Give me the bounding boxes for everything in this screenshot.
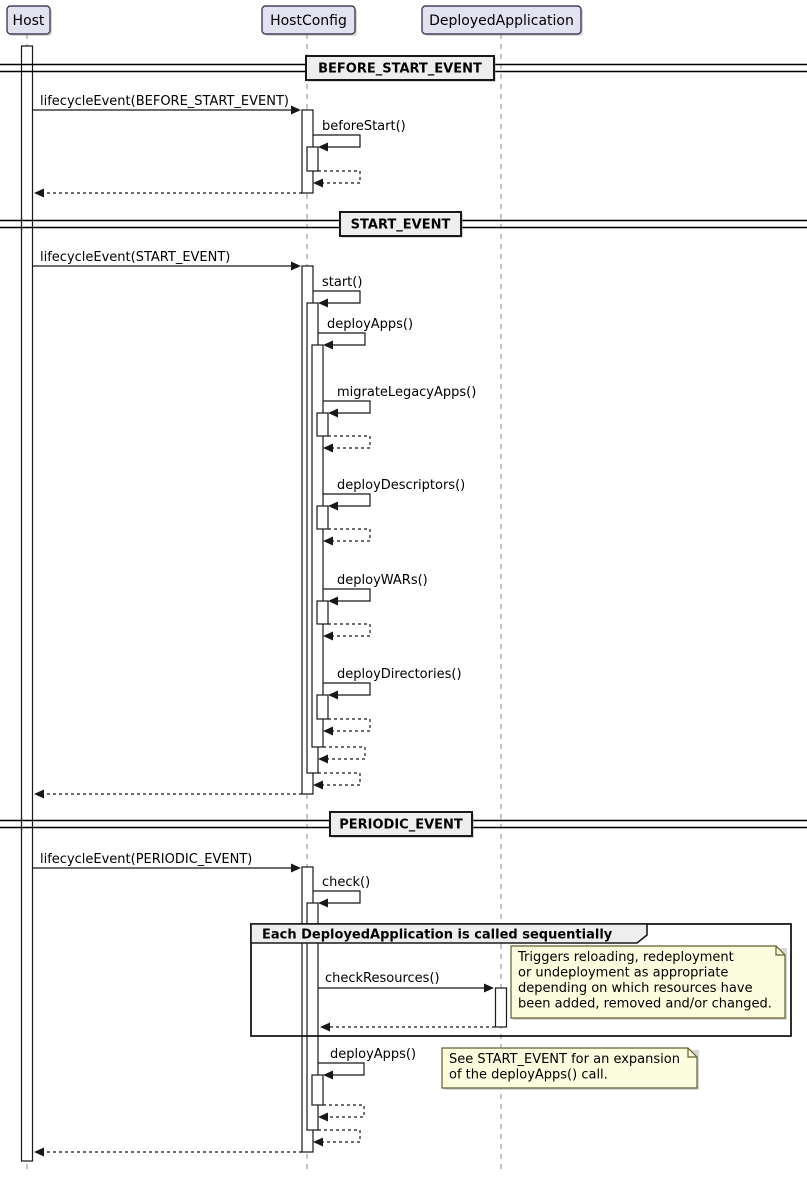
message-label-deploywars: deployWARs() bbox=[337, 573, 428, 588]
migratelegacyapps-activation bbox=[316, 412, 329, 437]
self-message-deployapps bbox=[318, 332, 366, 346]
self-return-message bbox=[328, 718, 371, 732]
self-message-deploywars bbox=[323, 588, 371, 602]
note-deployapps bbox=[441, 1047, 698, 1089]
check-activation bbox=[306, 902, 319, 1131]
message-label-beforestart: beforeStart() bbox=[322, 119, 406, 134]
arrowhead-icon bbox=[34, 789, 44, 799]
host-activation bbox=[20, 45, 34, 1162]
deployapps-activation bbox=[311, 344, 324, 748]
arrowhead-icon bbox=[323, 536, 333, 546]
self-message-deployapps bbox=[318, 1062, 365, 1076]
note-checkresources-line-4: been added, removed and/or changed. bbox=[518, 997, 772, 1012]
divider-box bbox=[329, 811, 473, 837]
deploydirectories-activation bbox=[316, 694, 329, 720]
message-label-start: start() bbox=[322, 275, 362, 290]
deploydescriptors-activation bbox=[316, 505, 329, 530]
message-label-checkresources: checkResources() bbox=[325, 971, 440, 986]
group-frame-label: Each DeployedApplication is called seque… bbox=[262, 928, 613, 943]
self-message-beforestart bbox=[313, 134, 361, 148]
message-label-deploydirectories: deployDirectories() bbox=[337, 667, 462, 682]
self-return-message bbox=[328, 435, 371, 449]
message-label-deploydescriptors: deployDescriptors() bbox=[337, 478, 465, 493]
self-return-message bbox=[318, 170, 361, 184]
message-label-check: check() bbox=[322, 875, 370, 890]
arrowhead-icon bbox=[328, 690, 338, 700]
self-message-start bbox=[313, 290, 361, 304]
participant-host bbox=[6, 5, 51, 35]
participant-label-hostconfig: HostConfig bbox=[270, 13, 347, 29]
arrowhead-icon bbox=[328, 596, 338, 606]
note-fold-icon bbox=[687, 1048, 697, 1058]
arrowhead-icon bbox=[323, 726, 333, 736]
arrowhead-icon bbox=[291, 863, 301, 873]
message-label-deployapps: deployApps() bbox=[327, 317, 413, 332]
self-return-message bbox=[328, 528, 371, 542]
message-label-migratelegacyapps: migrateLegacyApps() bbox=[337, 385, 476, 400]
self-return-message bbox=[318, 772, 361, 786]
divider-label-periodic_event: PERIODIC_EVENT bbox=[339, 818, 463, 833]
divider-label-start_event: START_EVENT bbox=[351, 218, 451, 233]
divider-box bbox=[339, 211, 462, 237]
participant-deployedapplication bbox=[421, 5, 582, 35]
deployapps-periodic-activation bbox=[311, 1074, 324, 1106]
note-checkresources-line-2: or undeployment as appropriate bbox=[518, 966, 728, 981]
self-return-message bbox=[323, 746, 366, 760]
self-message-deploydirectories bbox=[323, 682, 371, 696]
self-message-check bbox=[313, 890, 361, 904]
arrowhead-icon bbox=[320, 1022, 330, 1032]
deploywars-activation bbox=[316, 600, 329, 625]
note-checkresources bbox=[510, 945, 786, 1019]
arrowhead-icon bbox=[34, 1147, 44, 1157]
arrowhead-icon bbox=[318, 298, 328, 308]
note-deployapps-line-1: See START_EVENT for an expansion bbox=[449, 1052, 680, 1067]
note-deployapps-line-2: of the deployApps() call. bbox=[449, 1068, 608, 1083]
arrowhead-icon bbox=[323, 631, 333, 641]
note-checkresources-line-3: depending on which resources have bbox=[518, 981, 753, 996]
participant-hostconfig bbox=[261, 5, 356, 35]
arrowhead-icon bbox=[313, 178, 323, 188]
arrowhead-icon bbox=[318, 754, 328, 764]
participant-label-deployedapplication: DeployedApplication bbox=[429, 13, 574, 29]
note-checkresources-line-1: Triggers reloading, redeployment bbox=[517, 950, 734, 965]
beforestart-activation bbox=[306, 146, 319, 172]
arrowhead-icon bbox=[318, 1112, 328, 1122]
arrowhead-icon bbox=[323, 1070, 333, 1080]
arrowhead-icon bbox=[328, 408, 338, 418]
arrowhead-icon bbox=[318, 898, 328, 908]
message-label-lifecycleevent-periodic-event: lifecycleEvent(PERIODIC_EVENT) bbox=[40, 852, 252, 867]
self-return-message bbox=[328, 623, 371, 637]
arrowhead-icon bbox=[323, 443, 333, 453]
divider-label-before_start_event: BEFORE_START_EVENT bbox=[318, 62, 482, 77]
message-label-lifecycleevent-start-event: lifecycleEvent(START_EVENT) bbox=[40, 250, 230, 265]
self-return-message bbox=[318, 1129, 361, 1143]
arrowhead-icon bbox=[484, 983, 494, 993]
arrowhead-icon bbox=[291, 261, 301, 271]
message-label-lifecycleevent-before-start-event: lifecycleEvent(BEFORE_START_EVENT) bbox=[40, 94, 289, 109]
self-message-deploydescriptors bbox=[323, 493, 371, 507]
message-label-deployapps: deployApps() bbox=[330, 1047, 416, 1062]
participant-label-host: Host bbox=[13, 13, 45, 29]
arrowhead-icon bbox=[318, 142, 328, 152]
arrowhead-icon bbox=[313, 1137, 323, 1147]
arrowhead-icon bbox=[313, 780, 323, 790]
arrowhead-icon bbox=[291, 105, 301, 115]
self-message-migratelegacyapps bbox=[323, 400, 371, 414]
deployedapp-checkresources bbox=[494, 987, 508, 1028]
arrowhead-icon bbox=[328, 501, 338, 511]
arrowhead-icon bbox=[34, 188, 44, 198]
note-fold-icon bbox=[775, 946, 785, 956]
group-frame-header bbox=[250, 923, 648, 944]
arrowhead-icon bbox=[323, 340, 333, 350]
divider-box bbox=[305, 55, 495, 81]
self-return-message bbox=[323, 1104, 365, 1118]
